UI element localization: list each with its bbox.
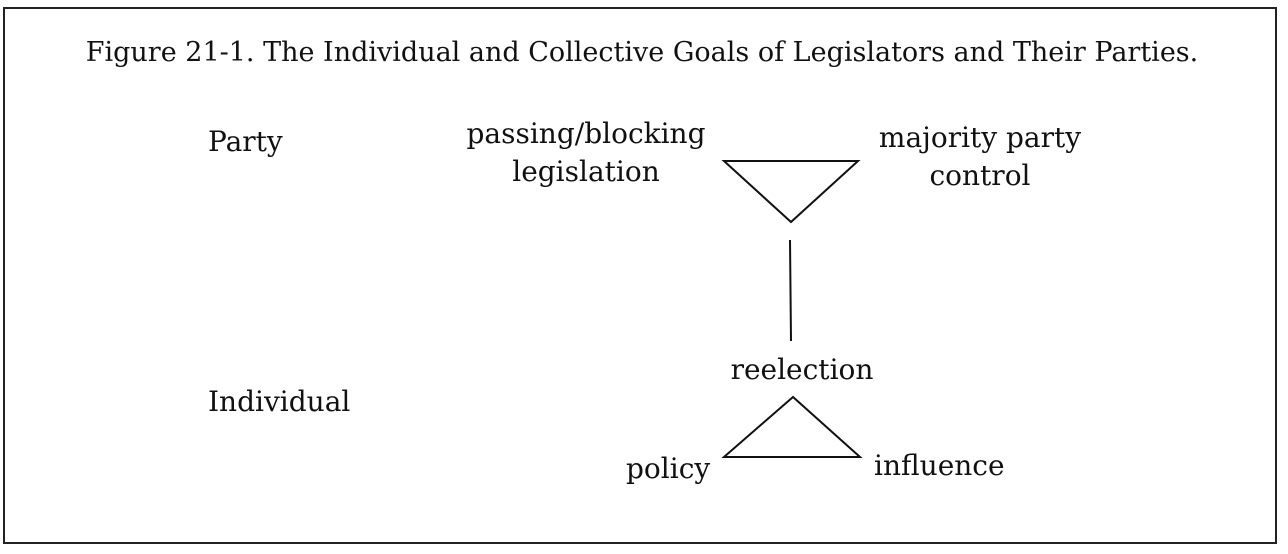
control-line: control	[929, 159, 1031, 192]
influence-label: influence	[874, 449, 1005, 482]
party-goals-triangle	[721, 160, 861, 224]
individual-goals-triangle	[721, 395, 863, 458]
party-individual-connector	[789, 239, 792, 342]
policy-label: policy	[626, 452, 711, 485]
individual-level-label: Individual	[208, 385, 351, 418]
figure-frame: Figure 21-1. The Individual and Collecti…	[3, 7, 1277, 544]
majority-party-control-label: majority party control	[860, 119, 1100, 195]
reelection-label: reelection	[730, 353, 874, 386]
passing-blocking-legislation-label: passing/blocking legislation	[446, 115, 726, 191]
party-level-label: Party	[208, 125, 283, 158]
figure-title: Figure 21-1. The Individual and Collecti…	[85, 37, 1199, 68]
majority-party-line: majority party	[878, 121, 1082, 154]
legislation-line: legislation	[512, 155, 660, 188]
passing-blocking-line: passing/blocking	[466, 117, 706, 150]
